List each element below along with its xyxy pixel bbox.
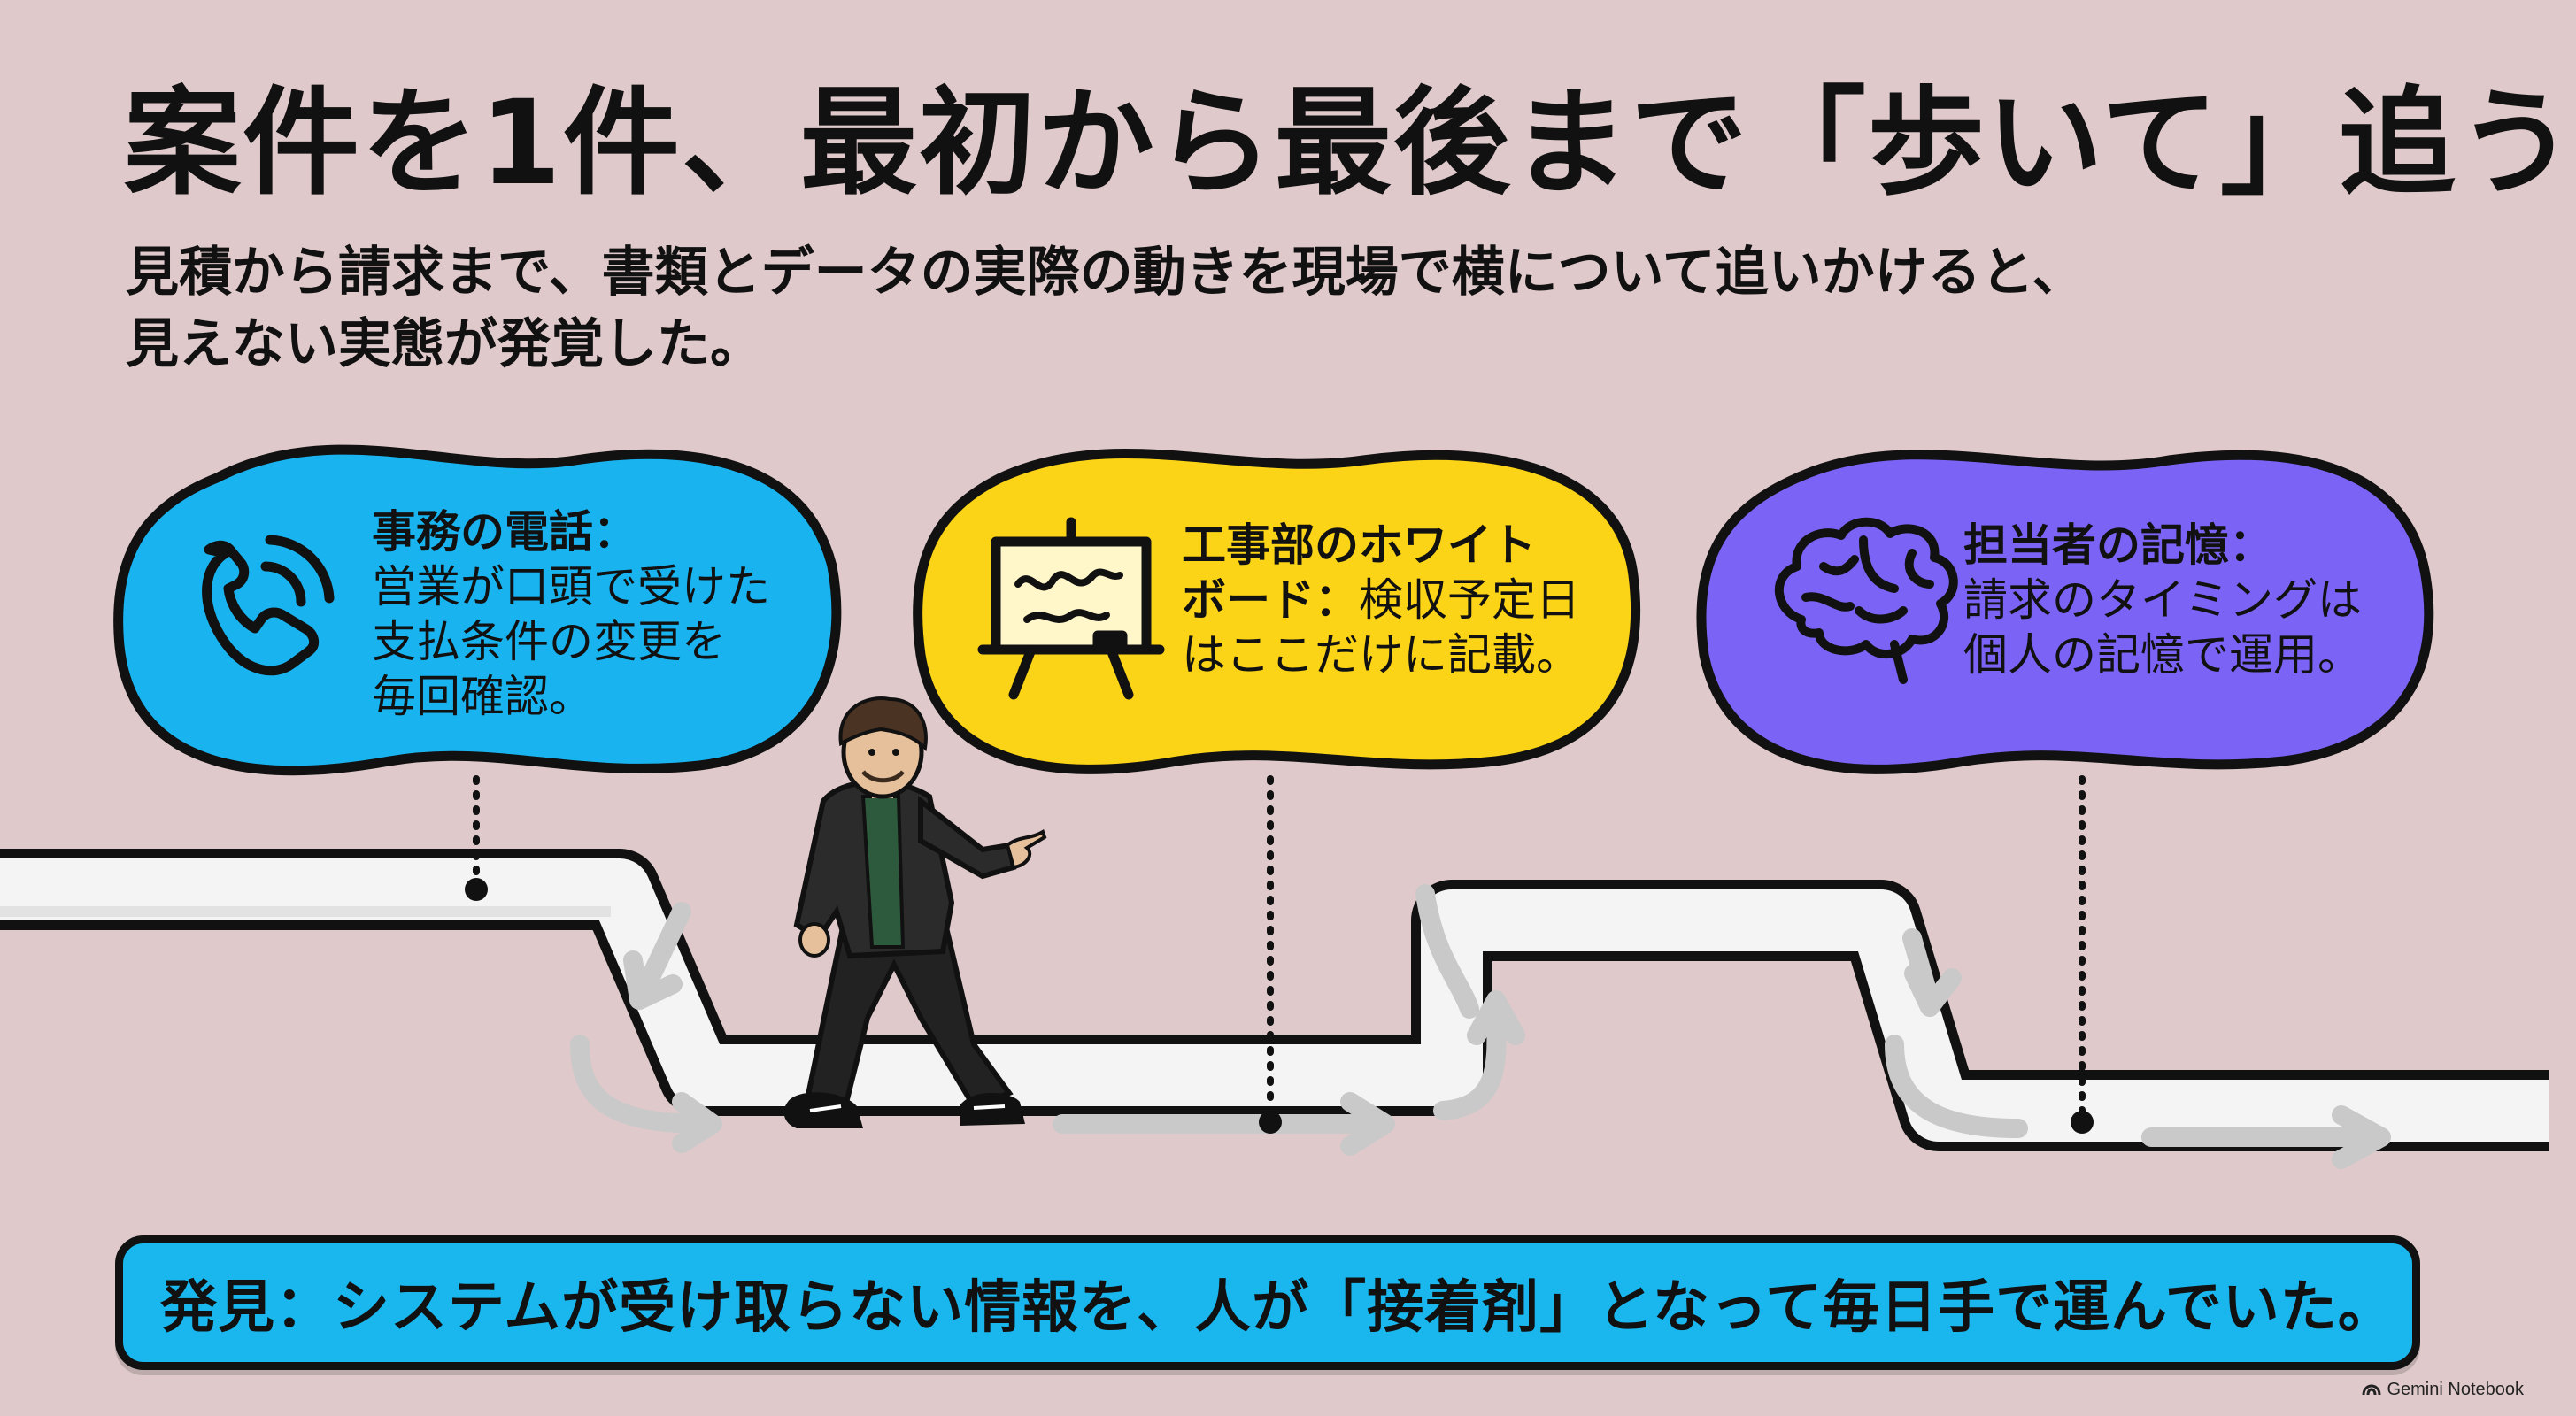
bubble-memory xyxy=(1696,450,2434,774)
subtitle-line-2: 見えない実態が発覚した。 xyxy=(126,313,763,375)
road-arrow-1 xyxy=(632,902,691,1005)
connector-dot-1 xyxy=(465,878,488,901)
road-arrow-4-head xyxy=(1467,990,1525,1045)
watermark-text: Gemini Notebook xyxy=(2387,1380,2524,1399)
discovery-banner-text: 発見：システムが受け取らない情報を、人が「接着剤」となって毎日手で運んでいた。 xyxy=(160,1275,2395,1341)
page-title: 案件を1件、最初から最後まで「歩いて」追う xyxy=(124,75,2576,212)
road-arrow-4 xyxy=(1433,999,1507,1120)
walking-person-illustration xyxy=(783,696,1047,1128)
road-arrow-5 xyxy=(1415,884,1479,1019)
road-arrow-2-head xyxy=(672,1092,722,1153)
memory-bubble-text: 担当者の記憶： 請求のタイミングは 個人の記憶で運用。 xyxy=(1963,518,2362,682)
bubble-phone xyxy=(113,444,842,776)
phone-bubble-line-3: 毎回確認。 xyxy=(372,671,593,722)
gemini-logo-icon xyxy=(2362,1383,2381,1395)
phone-icon xyxy=(202,535,335,676)
connector-dot-2 xyxy=(1259,1111,1282,1134)
road-arrow-1-head xyxy=(623,950,683,1010)
road-surface xyxy=(0,858,2549,1142)
phone-bubble-heading: 事務の電話： xyxy=(372,506,637,558)
road-arrow-2 xyxy=(570,1035,718,1134)
brain-icon xyxy=(1774,517,1958,684)
whiteboard-bubble-heading-2: ボード： xyxy=(1182,574,1359,626)
whiteboard-icon xyxy=(977,517,1165,700)
road-arrows xyxy=(570,884,2391,1169)
memory-bubble-line-1: 請求のタイミングは xyxy=(1963,574,2362,626)
connectors xyxy=(473,775,2086,1123)
discovery-banner: 発見：システムが受け取らない情報を、人が「接着剤」となって毎日手で運んでいた。 xyxy=(115,1235,2420,1370)
road-arrow-8-head xyxy=(2332,1105,2391,1169)
whiteboard-bubble-line-1: 検収予定日 xyxy=(1359,574,1580,626)
road-arrow-3-head xyxy=(1340,1092,1395,1156)
memory-bubble-line-2: 個人の記憶で運用。 xyxy=(1963,629,2362,681)
page-subtitle: 見積から請求まで、書類とデータの実際の動きを現場で横について追いかけると、 見え… xyxy=(126,237,2162,381)
bubble-whiteboard xyxy=(913,449,1641,774)
phone-bubble-line-1: 営業が口頭で受けた xyxy=(372,561,770,612)
subtitle-line-1: 見積から請求まで、書類とデータの実際の動きを現場で横について追いかけると、 xyxy=(126,242,2086,304)
phone-bubble-line-2: 支払条件の変更を xyxy=(372,616,726,667)
whiteboard-bubble-heading-1: 工事部のホワイト xyxy=(1182,519,1536,571)
whiteboard-bubble-text: 工事部のホワイト ボード：検収予定日 はここだけに記載。 xyxy=(1182,518,1580,682)
whiteboard-bubble-line-2: はここだけに記載。 xyxy=(1182,629,1580,681)
road-arrow-7 xyxy=(1885,1035,2028,1138)
road-arrow-6-head xyxy=(1904,964,1962,1017)
phone-bubble-text: 事務の電話： 営業が口頭で受けた 支払条件の変更を 毎回確認。 xyxy=(372,504,770,724)
watermark: Gemini Notebook xyxy=(2362,1380,2524,1400)
memory-bubble-heading: 担当者の記憶： xyxy=(1963,519,2273,571)
connector-dot-3 xyxy=(2071,1111,2094,1134)
